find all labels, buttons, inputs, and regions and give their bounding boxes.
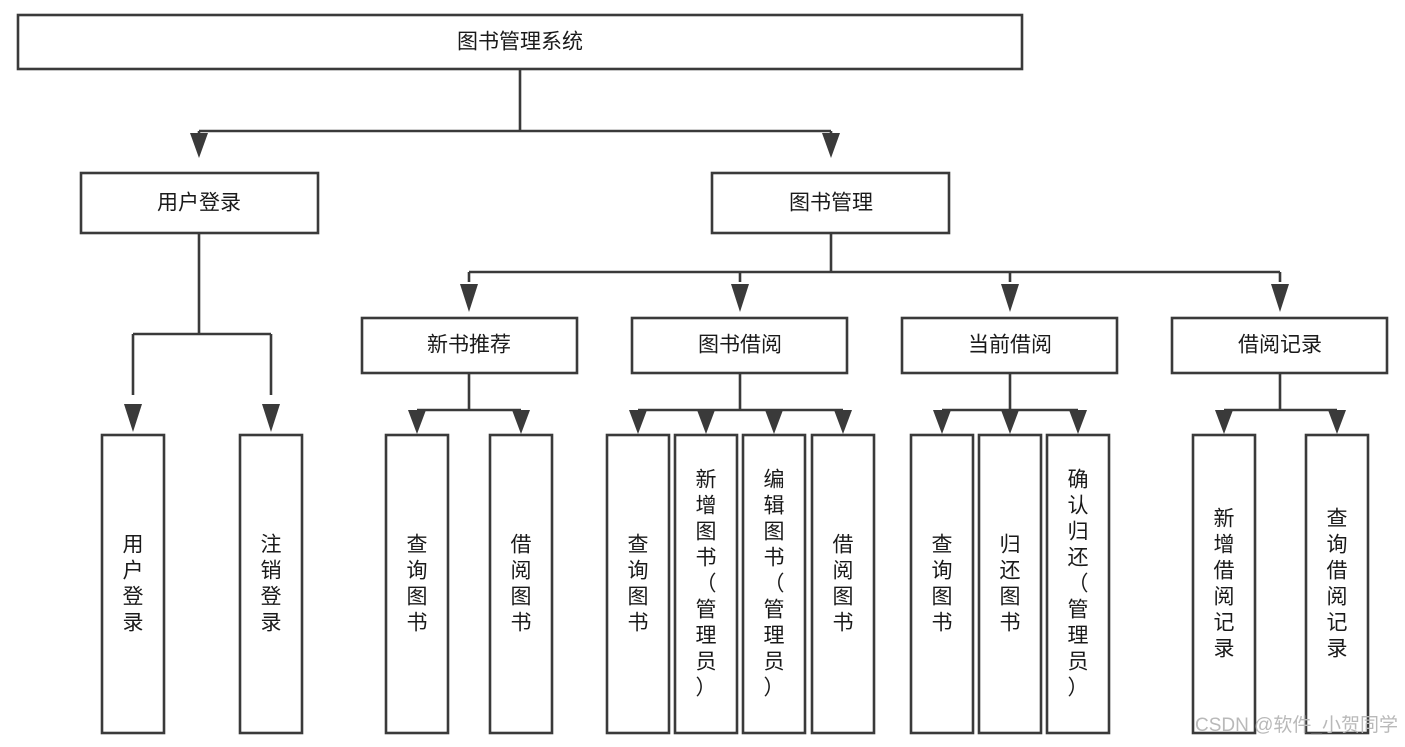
node-borrow-record-box[interactable] — [1170, 316, 1389, 375]
arrowhead-leaf-query-book-1 — [408, 410, 426, 434]
arrowhead-leaf-logout-login — [262, 404, 280, 432]
node-leaf-query-book-1[interactable]: 查询图书 — [384, 433, 450, 735]
arrowhead-leaf-query-book-3 — [933, 410, 951, 434]
node-current-borrow-box[interactable] — [900, 316, 1119, 375]
node-leaf-query-book-1-box[interactable] — [384, 433, 450, 735]
node-leaf-borrow-book-1-box[interactable] — [488, 433, 554, 735]
arrowhead-leaf-borrow-book-1 — [512, 410, 530, 434]
node-leaf-borrow-book-2-box[interactable] — [810, 433, 876, 735]
arrowhead-leaf-edit-book-admin — [765, 410, 783, 434]
node-leaf-add-borrow-record[interactable]: 新增借阅记录 — [1191, 433, 1257, 735]
node-leaf-add-book-admin-label: 新增图书（管理员） — [696, 469, 717, 700]
node-leaf-query-book-2-box[interactable] — [605, 433, 671, 735]
arrowhead-leaf-return-book — [1001, 410, 1019, 434]
node-leaf-query-book-2[interactable]: 查询图书 — [605, 433, 671, 735]
arrowhead-book-borrow — [731, 284, 749, 312]
arrowhead-leaf-add-book-admin — [697, 410, 715, 434]
node-leaf-query-book-3-label: 查询图书 — [932, 534, 953, 635]
node-leaf-user-login-label: 用户登录 — [123, 534, 144, 635]
node-book-borrow-label: 图书借阅 — [698, 334, 782, 357]
node-new-book-recommend-label: 新书推荐 — [427, 334, 511, 357]
arrowhead-new-book-recommend — [460, 284, 478, 312]
node-leaf-query-borrow-record[interactable]: 查询借阅记录 — [1304, 433, 1370, 735]
arrowhead-leaf-confirm-return-admin — [1069, 410, 1087, 434]
node-leaf-query-borrow-record-box[interactable] — [1304, 433, 1370, 735]
node-leaf-confirm-return-admin-box[interactable] — [1045, 433, 1111, 735]
node-leaf-edit-book-admin[interactable]: 编辑图书（管理员） — [741, 433, 807, 735]
node-leaf-add-book-admin-box[interactable] — [673, 433, 739, 735]
node-leaf-user-login[interactable]: 用户登录 — [100, 433, 166, 735]
connector-layer — [124, 69, 1346, 434]
arrowhead-user-login — [190, 133, 208, 158]
node-leaf-logout-login[interactable]: 注销登录 — [238, 433, 304, 735]
arrowhead-book-management — [822, 133, 840, 158]
node-leaf-query-book-1-label: 查询图书 — [407, 534, 428, 635]
node-book-management-label: 图书管理 — [789, 192, 873, 215]
arrowhead-leaf-query-book-2 — [629, 410, 647, 434]
node-root-box[interactable] — [16, 13, 1024, 71]
arrowhead-leaf-add-borrow-record — [1215, 410, 1233, 434]
node-leaf-borrow-book-1-label: 借阅图书 — [511, 534, 532, 635]
node-root-label: 图书管理系统 — [457, 31, 583, 54]
node-leaf-user-login-box[interactable] — [100, 433, 166, 735]
node-leaf-query-book-3[interactable]: 查询图书 — [909, 433, 975, 735]
node-leaf-return-book-label: 归还图书 — [1000, 534, 1021, 635]
node-leaf-logout-login-label: 注销登录 — [261, 534, 282, 635]
node-user-login[interactable]: 用户登录 — [79, 171, 320, 235]
node-current-borrow-label: 当前借阅 — [968, 334, 1052, 357]
node-root[interactable]: 图书管理系统 — [16, 13, 1024, 71]
node-leaf-return-book-box[interactable] — [977, 433, 1043, 735]
node-book-management[interactable]: 图书管理 — [710, 171, 951, 235]
node-leaf-return-book[interactable]: 归还图书 — [977, 433, 1043, 735]
arrowhead-leaf-query-borrow-record — [1328, 410, 1346, 434]
arrowhead-current-borrow — [1001, 284, 1019, 312]
node-leaf-borrow-book-1[interactable]: 借阅图书 — [488, 433, 554, 735]
node-leaf-query-book-2-label: 查询图书 — [628, 534, 649, 635]
node-new-book-recommend-box[interactable] — [360, 316, 579, 375]
node-leaf-confirm-return-admin-label: 确认归还（管理员） — [1068, 469, 1089, 700]
node-leaf-add-borrow-record-label: 新增借阅记录 — [1214, 508, 1235, 661]
node-borrow-record[interactable]: 借阅记录 — [1170, 316, 1389, 375]
node-user-login-box[interactable] — [79, 171, 320, 235]
node-book-borrow[interactable]: 图书借阅 — [630, 316, 849, 375]
node-user-login-label: 用户登录 — [157, 192, 241, 215]
arrowhead-leaf-user-login — [124, 404, 142, 432]
node-new-book-recommend[interactable]: 新书推荐 — [360, 316, 579, 375]
arrowhead-leaf-borrow-book-2 — [834, 410, 852, 434]
node-leaf-add-borrow-record-box[interactable] — [1191, 433, 1257, 735]
node-book-management-box[interactable] — [710, 171, 951, 235]
node-leaf-confirm-return-admin[interactable]: 确认归还（管理员） — [1045, 433, 1111, 735]
node-leaf-borrow-book-2-label: 借阅图书 — [833, 534, 854, 635]
node-leaf-add-book-admin[interactable]: 新增图书（管理员） — [673, 433, 739, 735]
node-leaf-edit-book-admin-label: 编辑图书（管理员） — [764, 469, 785, 700]
node-leaf-edit-book-admin-box[interactable] — [741, 433, 807, 735]
node-book-borrow-box[interactable] — [630, 316, 849, 375]
node-leaf-query-book-3-box[interactable] — [909, 433, 975, 735]
arrowhead-borrow-record — [1271, 284, 1289, 312]
node-current-borrow[interactable]: 当前借阅 — [900, 316, 1119, 375]
node-leaf-logout-login-box[interactable] — [238, 433, 304, 735]
csdn-watermark: CSDN @软件_小贺同学 — [1195, 714, 1398, 736]
node-leaf-query-borrow-record-label: 查询借阅记录 — [1327, 508, 1348, 661]
node-leaf-borrow-book-2[interactable]: 借阅图书 — [810, 433, 876, 735]
node-borrow-record-label: 借阅记录 — [1238, 334, 1322, 357]
